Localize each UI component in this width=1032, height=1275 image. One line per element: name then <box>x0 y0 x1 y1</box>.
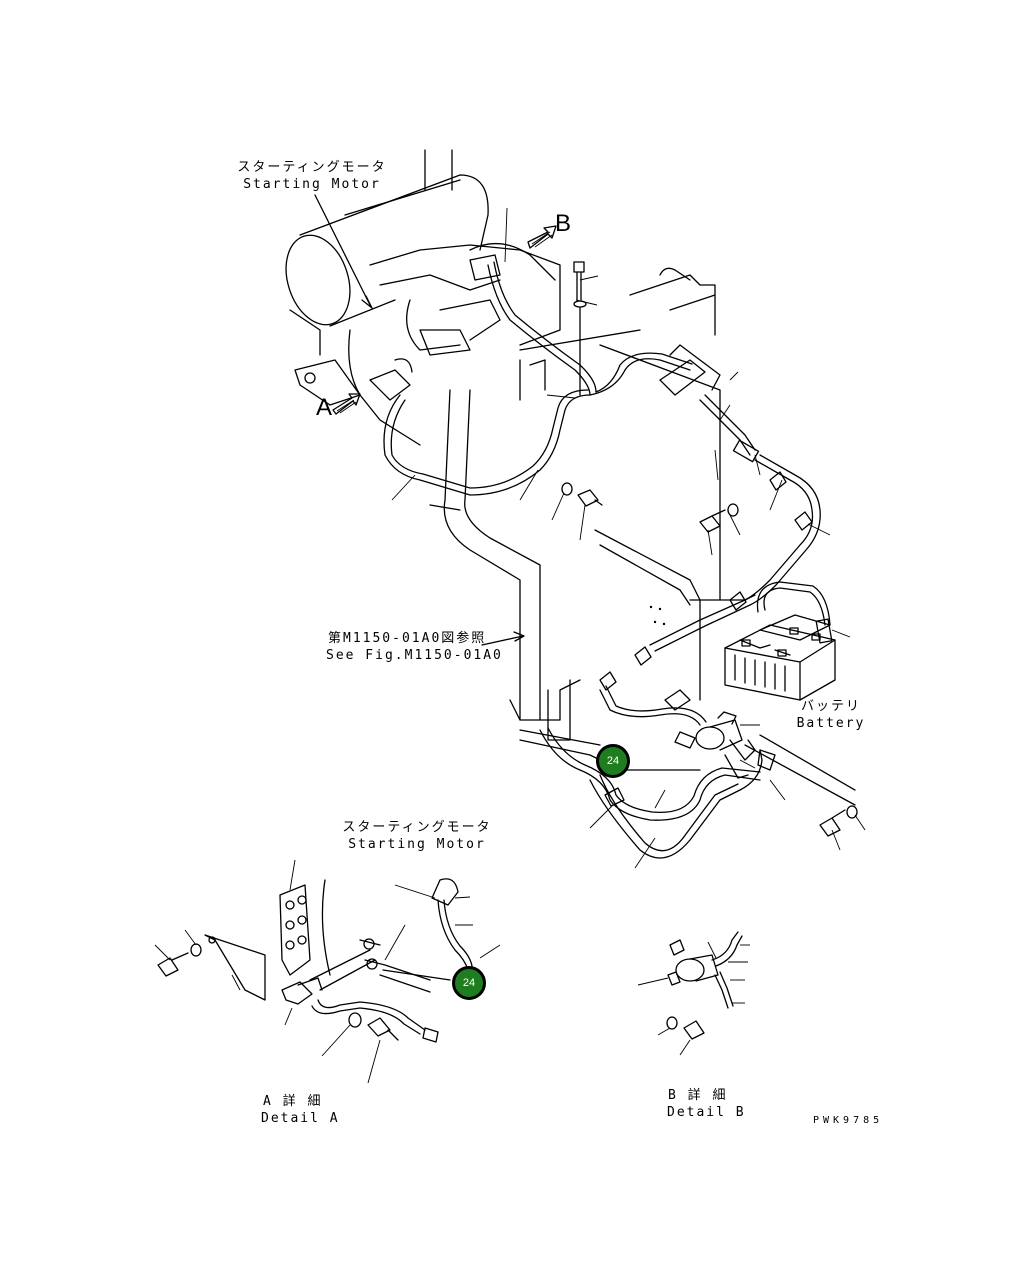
detail-a-drawing <box>154 859 501 1084</box>
part-callout-24-main[interactable]: 24 <box>596 744 630 778</box>
view-b-marker: B <box>555 210 572 237</box>
leader-lines-main <box>391 207 866 869</box>
detail-b-drawing <box>637 931 750 1056</box>
see-figure-label-jp: 第M1150-01A0図参照 <box>328 631 487 646</box>
detail-b-label-jp: B 詳 細 <box>668 1088 728 1103</box>
part-callout-24-detail-a[interactable]: 24 <box>452 966 486 1000</box>
drawing-code: PWK9785 <box>813 1115 884 1126</box>
detail-starting-motor-label-en: Starting Motor <box>348 837 486 852</box>
engine-assembly <box>285 149 561 446</box>
detail-a-label-jp: A 詳 細 <box>263 1094 323 1109</box>
detail-b-label-en: Detail B <box>667 1105 746 1120</box>
see-figure-label-en: See Fig.M1150-01A0 <box>326 648 503 663</box>
detail-a-label-en: Detail A <box>261 1111 340 1126</box>
battery-label-en: Battery <box>796 716 866 731</box>
hardware-main <box>561 261 858 837</box>
frame <box>429 267 756 771</box>
starting-motor-label-jp: スターティングモータ <box>237 160 387 175</box>
wire-harness <box>383 261 856 859</box>
battery-relay <box>664 689 756 779</box>
batteries <box>724 614 836 701</box>
view-a-marker: A <box>316 394 333 421</box>
starting-motor-label-en: Starting Motor <box>243 177 381 192</box>
detail-starting-motor-label-jp: スターティングモータ <box>342 820 492 835</box>
battery-label-jp: バッテリ <box>800 699 861 714</box>
